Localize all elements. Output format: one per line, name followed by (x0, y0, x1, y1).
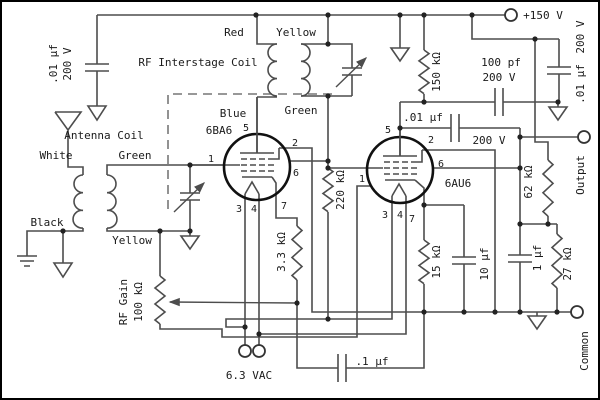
wires (26, 14, 578, 382)
interstage-secondary-winding (300, 43, 311, 97)
t2-pin4: 4 (397, 210, 403, 221)
output-label: Output (574, 155, 587, 195)
t1-pin6: 6 (293, 168, 299, 179)
labels: +150 V 200 V .01 µf .01 µf 200 V Red Yel… (30, 9, 591, 382)
t1-pin4: 4 (251, 204, 257, 215)
ground-icon (547, 106, 569, 122)
resistor-27k (550, 233, 564, 289)
resistor-150k-label: 150 kΩ (430, 52, 443, 92)
bplus-label: +150 V (523, 9, 563, 22)
t1-pin1: 1 (208, 154, 214, 165)
cap-10uf-label: 10 µf (478, 247, 491, 280)
common-terminal (570, 305, 584, 319)
lead-red: Red (224, 26, 244, 39)
resistor-27k-label: 27 kΩ (561, 247, 574, 280)
terminals (238, 8, 591, 358)
lead-white: White (39, 149, 72, 162)
plate (383, 128, 417, 157)
cap-coupling-value: .01 µf (403, 111, 443, 124)
cap-bypass-right-voltage: 200 V (574, 20, 587, 53)
ground-icon (52, 262, 74, 279)
ground-icon (179, 235, 201, 251)
tube-6au6 (365, 128, 435, 205)
coils (72, 43, 311, 229)
cap-input-voltage: 200 V (61, 47, 74, 80)
output-terminal (577, 130, 591, 144)
lead-yellow-interstage: Yellow (276, 26, 316, 39)
t2-pin2: 2 (428, 135, 434, 146)
tube-6ba6 (222, 97, 292, 202)
grids (241, 158, 274, 172)
cap-coupling-voltage: 200 V (472, 134, 505, 147)
rf-gain-value: 100 kΩ (132, 282, 145, 322)
cap-point1uf-label: .1 µf (355, 355, 388, 368)
heater-terminal-1 (238, 344, 252, 358)
interstage-primary-winding (267, 43, 278, 97)
resistor-15k (417, 239, 431, 285)
t2-pin1: 1 (359, 174, 365, 185)
ground-icon (86, 105, 108, 122)
earth-ground-icon (17, 255, 37, 267)
resistor-rf-gain (153, 275, 167, 325)
lead-blue: Blue (220, 107, 247, 120)
common-label: Common (578, 331, 591, 371)
resistor-62k (541, 159, 555, 217)
resistor-15k-label: 15 kΩ (430, 245, 443, 278)
cap-100pf-value: 100 pf (481, 56, 521, 69)
junction-dots (60, 12, 561, 337)
antenna-coil-label: Antenna Coil (64, 129, 143, 142)
heater (244, 180, 260, 195)
plate (240, 97, 274, 154)
tube2-name: 6AU6 (445, 177, 472, 190)
t1-pin7: 7 (281, 201, 287, 212)
rf-gain-name: RF Gain (117, 279, 130, 325)
interstage-coil-label: RF Interstage Coil (138, 56, 257, 69)
ground-icon (389, 47, 411, 63)
resistor-3.3k (290, 225, 304, 281)
suppressor-hook (417, 150, 423, 163)
ground-icon (526, 315, 548, 331)
t2-pin6: 6 (438, 159, 444, 170)
bplus-terminal (504, 8, 518, 22)
suppressor-hook (274, 148, 280, 160)
resistor-220k (321, 167, 335, 213)
heater-terminal-2 (252, 344, 266, 358)
tube1-name: 6BA6 (206, 124, 233, 137)
grounds (17, 47, 569, 331)
t1-pin3: 3 (236, 204, 242, 215)
t2-pin5: 5 (385, 125, 391, 136)
lead-green-antenna: Green (118, 149, 151, 162)
cap-1uf-label: 1 µf (531, 245, 544, 272)
antenna-primary-winding (72, 174, 84, 229)
resistors (153, 49, 564, 325)
antenna-secondary-winding (106, 174, 118, 229)
resistor-150k (417, 49, 431, 95)
t2-pin7: 7 (409, 214, 415, 225)
pin-labels: 5 1 2 6 7 3 4 5 2 6 1 7 3 4 (208, 123, 444, 225)
cap-input-value: .01 µf (47, 44, 60, 84)
heater (391, 182, 407, 197)
lead-black: Black (30, 216, 63, 229)
t1-pin2: 2 (292, 138, 298, 149)
cap-100pf-voltage: 200 V (482, 71, 515, 84)
grids (384, 161, 417, 175)
lead-yellow-antenna: Yellow (112, 234, 152, 247)
lead-green-interstage: Green (284, 104, 317, 117)
resistor-62k-label: 62 kΩ (522, 165, 535, 198)
t2-pin3: 3 (382, 210, 388, 221)
resistor-3.3k-label: 3.3 kΩ (275, 232, 288, 272)
heater-supply-label: 6.3 VAC (226, 369, 272, 382)
resistor-220k-label: 220 kΩ (334, 170, 347, 210)
t1-pin5: 5 (243, 123, 249, 134)
cap-bypass-right-value: .01 µf (574, 64, 587, 104)
